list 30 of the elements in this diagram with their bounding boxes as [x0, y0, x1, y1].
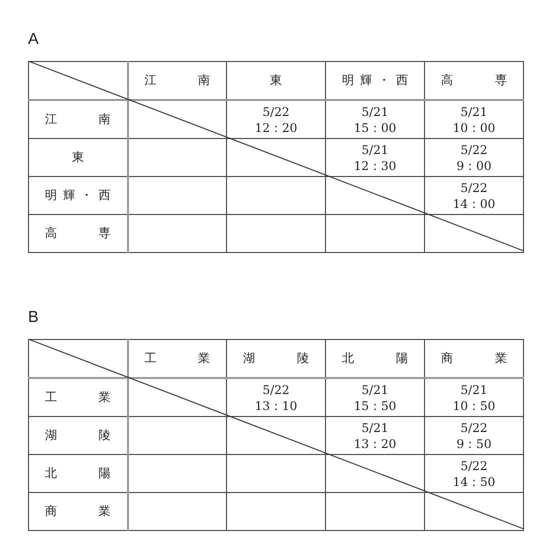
team-name: 商業 [45, 503, 110, 520]
match-date-time: 5/21 10：50 [452, 382, 496, 414]
team-name: 江南 [144, 72, 210, 89]
match-date-time: 5/21 15：50 [352, 382, 398, 414]
team-name: 明輝・西 [342, 72, 408, 89]
team-name: 工業 [144, 350, 210, 367]
match-date-time: 5/22 14：00 [452, 180, 496, 212]
match-date-time: 5/21 10：00 [452, 104, 496, 136]
table-title: A [28, 31, 39, 49]
match-date-time: 5/21 13：20 [352, 420, 398, 452]
team-name: 高専 [45, 225, 110, 242]
match-date-time: 5/22 14：50 [452, 458, 496, 490]
team-name: 江南 [45, 111, 110, 128]
match-date-time: 5/21 12：30 [352, 142, 398, 174]
team-name: 工業 [45, 389, 110, 406]
match-date-time: 5/22 9：50 [456, 420, 492, 452]
team-name: 商業 [441, 350, 507, 367]
team-name: 湖陵 [243, 350, 309, 367]
team-name: 高専 [441, 72, 507, 89]
team-name: 北陽 [45, 465, 110, 482]
team-name: 東 [70, 149, 85, 166]
team-name: 明輝・西 [45, 187, 110, 204]
match-date-time: 5/22 13：10 [254, 382, 298, 414]
team-name: 湖陵 [45, 427, 110, 444]
match-date-time: 5/22 9：00 [456, 142, 492, 174]
team-name: 北陽 [342, 350, 408, 367]
table-title: B [28, 309, 39, 327]
team-name: 東 [269, 72, 283, 89]
match-date-time: 5/22 12：20 [254, 104, 298, 136]
match-date-time: 5/21 15：00 [352, 104, 398, 136]
